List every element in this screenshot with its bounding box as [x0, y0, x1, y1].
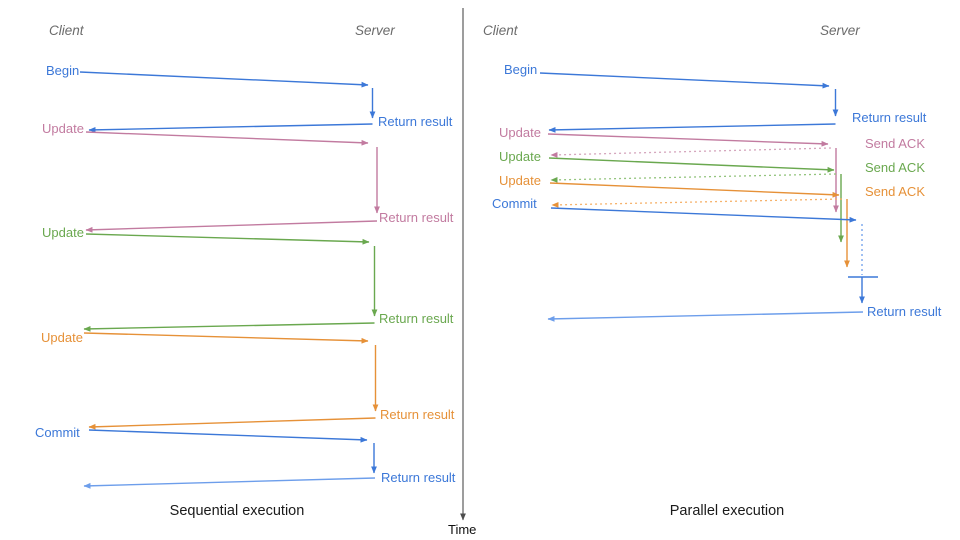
- par-update1-label: Update: [499, 125, 541, 140]
- par-begin-label: Begin: [504, 62, 538, 77]
- seq-update1-return-arrow: [85, 220, 378, 233]
- par-caption: Parallel execution: [669, 503, 785, 519]
- par-update1-ack-dotted-arrow: [550, 147, 832, 158]
- par-update2-ack-label: Send ACK: [865, 160, 925, 175]
- par-update1-message: [547, 133, 839, 213]
- par-client-label: Client: [483, 23, 518, 38]
- seq-commit-message: [83, 429, 377, 489]
- par-begin-return-arrow: [548, 123, 836, 133]
- par-update1-request-arrow: [547, 133, 829, 147]
- par-commit-label: Commit: [492, 196, 537, 211]
- par-update3-ack-dotted-arrow: [551, 198, 843, 208]
- seq-begin-result-label: Return result: [378, 114, 453, 129]
- par-commit-return-arrow: [547, 311, 864, 322]
- par-commit-result-label: Return result: [867, 304, 942, 319]
- seq-update2-request-arrow: [85, 233, 370, 245]
- seq-client-label: Client: [49, 23, 84, 38]
- seq-update3-result-label: Return result: [380, 407, 455, 422]
- seq-update2-return-arrow: [83, 322, 375, 332]
- seq-begin-message: [79, 71, 376, 133]
- par-update3-label: Update: [499, 173, 541, 188]
- par-begin-request-arrow: [539, 72, 830, 89]
- par-update1-ack-label: Send ACK: [865, 136, 925, 151]
- seq-begin-return-arrow: [88, 123, 373, 133]
- seq-begin-label: Begin: [46, 63, 80, 78]
- par-update3-ack-label: Send ACK: [865, 184, 925, 199]
- par-update2-ack-dotted-arrow: [550, 173, 837, 183]
- seq-commit-request-arrow: [88, 429, 368, 443]
- seq-update2-label: Update: [42, 225, 84, 240]
- seq-update3-request-arrow: [83, 332, 369, 344]
- seq-update1-request-arrow: [85, 131, 369, 146]
- seq-update3-message: [83, 332, 379, 430]
- par-commit-message: [547, 207, 878, 322]
- seq-update3-return-arrow: [88, 417, 376, 430]
- par-server-label: Server: [820, 23, 860, 38]
- par-update3-request-arrow: [549, 182, 840, 198]
- par-begin-result-label: Return result: [852, 110, 927, 125]
- seq-server-label: Server: [355, 23, 395, 38]
- seq-commit-return-arrow: [83, 477, 376, 489]
- par-commit-request-arrow: [550, 207, 857, 223]
- seq-commit-label: Commit: [35, 425, 80, 440]
- par-update2-message: [548, 157, 844, 243]
- seq-update3-label: Update: [41, 330, 83, 345]
- par-update2-request-arrow: [548, 157, 835, 173]
- seq-begin-request-arrow: [79, 71, 369, 88]
- par-begin-message: [539, 72, 839, 133]
- seq-update1-label: Update: [42, 121, 84, 136]
- seq-commit-result-label: Return result: [381, 470, 456, 485]
- time-axis-label: Time: [448, 522, 477, 537]
- seq-caption: Sequential execution: [169, 503, 305, 519]
- seq-update1-result-label: Return result: [379, 210, 454, 225]
- seq-update2-message: [83, 233, 378, 332]
- par-update2-label: Update: [499, 149, 541, 164]
- par-update3-message: [549, 182, 850, 268]
- seq-update1-message: [85, 131, 380, 233]
- seq-update2-result-label: Return result: [379, 311, 454, 326]
